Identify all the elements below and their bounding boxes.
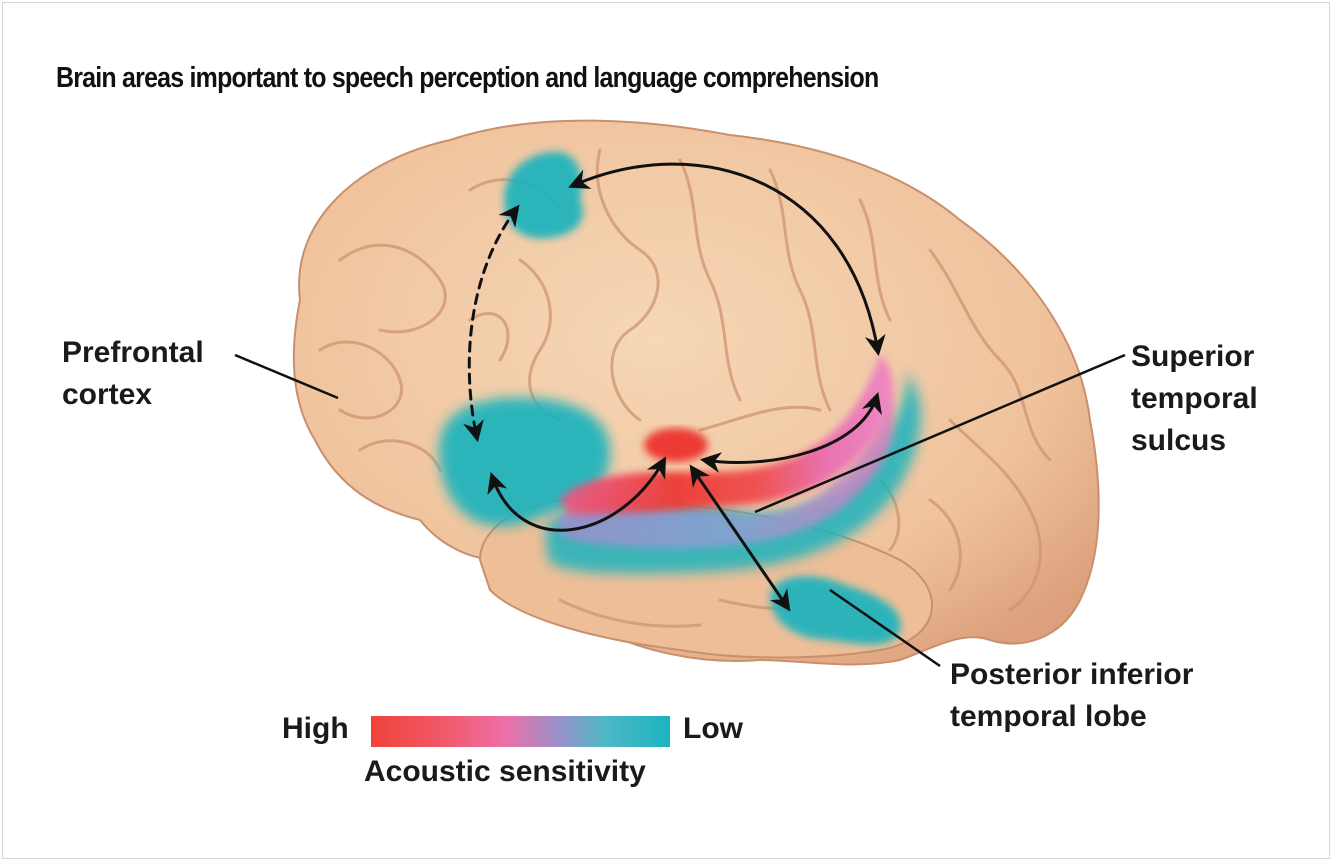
legend-gradient-bar <box>371 716 670 747</box>
label-pitl-line2: temporal lobe <box>950 696 1193 738</box>
label-prefrontal-cortex: Prefrontal cortex <box>62 332 204 416</box>
label-sts-line2: temporal <box>1131 378 1258 420</box>
label-posterior-inferior-temporal-lobe: Posterior inferior temporal lobe <box>950 654 1193 738</box>
legend-caption: Acoustic sensitivity <box>364 755 646 789</box>
label-prefrontal-line1: Prefrontal <box>62 332 204 374</box>
label-superior-temporal-sulcus: Superior temporal sulcus <box>1131 336 1258 462</box>
label-sts-line1: Superior <box>1131 336 1258 378</box>
label-prefrontal-line2: cortex <box>62 374 204 416</box>
legend-low-label: Low <box>683 712 743 746</box>
legend-high-label: High <box>282 712 349 746</box>
region-high-auditory <box>644 428 708 462</box>
label-sts-line3: sulcus <box>1131 420 1258 462</box>
label-pitl-line1: Posterior inferior <box>950 654 1193 696</box>
